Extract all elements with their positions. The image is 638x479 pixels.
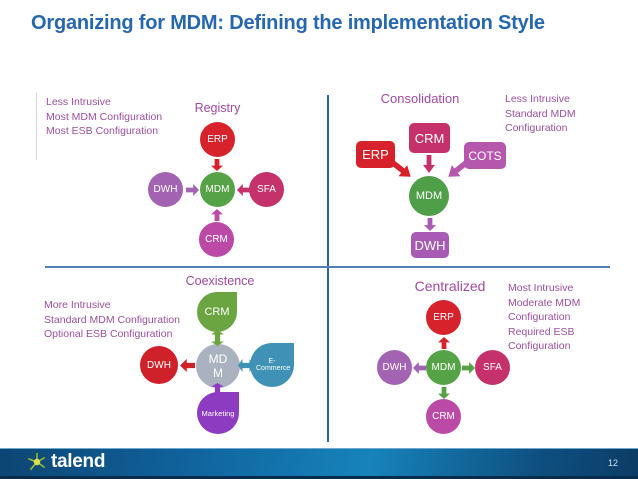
registry-dwh-to-mdm-arrow-icon bbox=[186, 184, 199, 196]
registry-node-dwh: DWH bbox=[148, 172, 183, 207]
coexistence-label: Coexistence bbox=[185, 274, 255, 288]
coexistence-node-crm: CRM bbox=[197, 292, 237, 332]
registry-node-sfa: SFA bbox=[249, 172, 284, 207]
centralized-mdm-to-crm-arrow-icon bbox=[438, 387, 450, 399]
note-line: Less Intrusive bbox=[46, 96, 111, 108]
registry-node-mdm: MDM bbox=[200, 172, 235, 207]
note-line: Moderate MDM Configuration bbox=[508, 296, 581, 324]
slide-title: Organizing for MDM: Defining the impleme… bbox=[31, 12, 545, 34]
coexistence-node-dwh: DWH bbox=[140, 346, 178, 384]
centralized-mdm-to-sfa-arrow-icon bbox=[462, 362, 475, 374]
coexistence-node-mdm: MDM bbox=[196, 344, 240, 388]
talend-starburst-icon bbox=[27, 452, 46, 471]
consolidation-mdm-to-dwh-arrow-icon bbox=[424, 218, 436, 231]
consolidation-node-erp: ERP bbox=[356, 141, 395, 168]
quadrant-divider-vertical bbox=[327, 95, 329, 442]
registry-node-erp: ERP bbox=[200, 122, 235, 157]
registry-node-crm: CRM bbox=[199, 222, 234, 257]
coexistence-crm-mdm-double-arrow-icon bbox=[211, 330, 224, 346]
quadrant-divider-horizontal bbox=[45, 266, 610, 268]
centralized-label: Centralized bbox=[414, 278, 486, 294]
note-line: Most Intrusive bbox=[508, 282, 574, 294]
centralized-mdm-to-dwh-arrow-icon bbox=[413, 362, 426, 374]
footer-bar: talend bbox=[0, 448, 638, 479]
coexistence-notes: More Intrusive Standard MDM Configuratio… bbox=[44, 298, 180, 342]
registry-erp-to-mdm-arrow-icon bbox=[211, 159, 223, 171]
centralized-mdm-to-erp-arrow-icon bbox=[438, 337, 450, 349]
note-line: Optional ESB Configuration bbox=[44, 328, 173, 340]
registry-sfa-to-mdm-arrow-icon bbox=[237, 184, 250, 196]
consolidation-notes: Less Intrusive Standard MDM Configuratio… bbox=[505, 92, 638, 136]
note-line: More Intrusive bbox=[44, 299, 111, 311]
centralized-node-mdm: MDM bbox=[426, 350, 461, 385]
consolidation-node-mdm: MDM bbox=[409, 176, 449, 216]
note-line: Most MDM Configuration bbox=[46, 110, 163, 123]
note-line: Standard MDM Configuration bbox=[505, 107, 576, 135]
registry-notes: Less Intrusive Most MDM Configuration Mo… bbox=[46, 95, 162, 139]
talend-logo: talend bbox=[26, 451, 105, 473]
centralized-node-sfa: SFA bbox=[475, 350, 510, 385]
consolidation-crm-to-mdm-arrow-icon bbox=[423, 155, 435, 173]
note-line: Standard MDM Configuration bbox=[44, 313, 180, 326]
registry-crm-to-mdm-arrow-icon bbox=[211, 209, 223, 221]
centralized-node-dwh: DWH bbox=[377, 350, 412, 385]
left-edge-line bbox=[36, 92, 37, 160]
centralized-node-erp: ERP bbox=[426, 300, 461, 335]
page-number: 12 bbox=[608, 458, 619, 468]
talend-wordmark: talend bbox=[51, 451, 106, 472]
coexistence-mdm-ecommerce-double-arrow-icon bbox=[238, 359, 254, 372]
coexistence-mdm-marketing-double-arrow-icon bbox=[211, 383, 224, 397]
registry-label: Registry bbox=[194, 101, 241, 115]
consolidation-label: Consolidation bbox=[380, 91, 460, 106]
note-line: Required ESB Configuration bbox=[508, 325, 575, 353]
note-line: Less Intrusive bbox=[505, 93, 570, 105]
centralized-notes: Most Intrusive Moderate MDM Configuratio… bbox=[508, 281, 638, 354]
consolidation-node-cots: COTS bbox=[464, 142, 506, 169]
consolidation-node-crm: CRM bbox=[409, 123, 450, 153]
note-line: Most ESB Configuration bbox=[46, 125, 159, 137]
centralized-node-crm: CRM bbox=[426, 399, 461, 434]
coexistence-node-marketing: Marketing bbox=[197, 392, 239, 434]
consolidation-node-dwh: DWH bbox=[411, 232, 449, 258]
coexistence-node-ecommerce: E-Commerce bbox=[250, 343, 294, 387]
coexistence-mdm-to-dwh-arrow-icon bbox=[180, 359, 195, 372]
